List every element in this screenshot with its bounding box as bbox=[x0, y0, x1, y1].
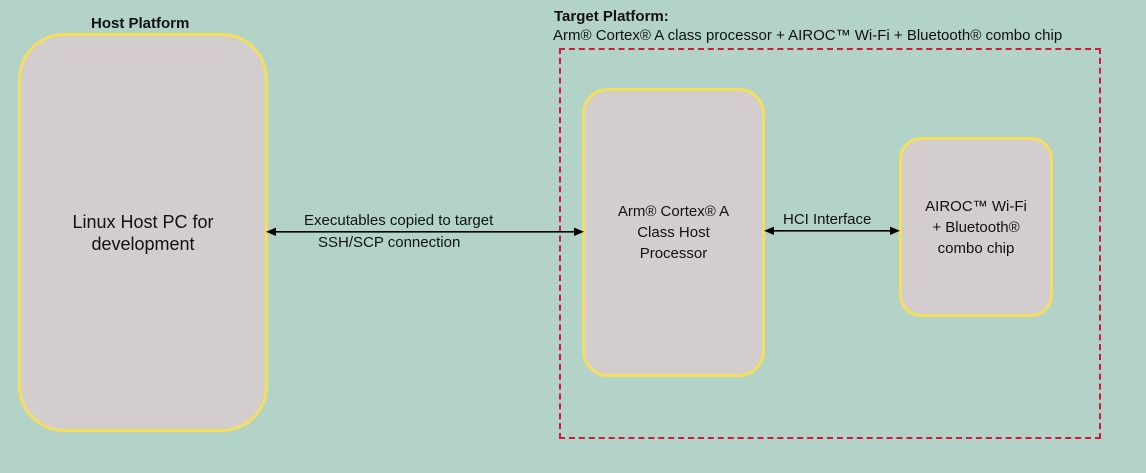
host-processor-line bbox=[274, 231, 576, 233]
connection-label-ssh-scp: SSH/SCP connection bbox=[318, 234, 461, 251]
host-processor-arrowhead-right bbox=[574, 227, 584, 236]
arm-cortex-processor-label: Arm® Cortex® A Class Host Processor bbox=[617, 203, 730, 262]
connection-label-hci: HCI Interface bbox=[783, 211, 872, 228]
processor-chip-arrowhead-right bbox=[890, 226, 900, 235]
airoc-combo-chip-box: AIROC™ Wi-Fi + Bluetooth® combo chip bbox=[899, 137, 1053, 317]
connection-label-executables: Executables copied to target bbox=[304, 212, 494, 229]
arm-cortex-processor-box: Arm® Cortex® A Class Host Processor bbox=[582, 88, 765, 377]
host-platform-title: Host Platform bbox=[91, 15, 190, 32]
target-platform-subtitle: Arm® Cortex® A class processor + AIROC™ … bbox=[553, 27, 1063, 44]
target-platform-title: Target Platform: bbox=[554, 8, 669, 25]
target-platform-frame bbox=[559, 48, 1101, 439]
airoc-combo-chip-label: AIROC™ Wi-Fi + Bluetooth® combo chip bbox=[925, 197, 1027, 257]
host-processor-arrowhead-left bbox=[266, 227, 276, 236]
linux-host-pc-box: Linux Host PC for development bbox=[18, 33, 268, 432]
linux-host-pc-label: Linux Host PC for development bbox=[72, 211, 214, 254]
processor-chip-line bbox=[772, 230, 892, 232]
processor-chip-arrowhead-left bbox=[764, 226, 774, 235]
